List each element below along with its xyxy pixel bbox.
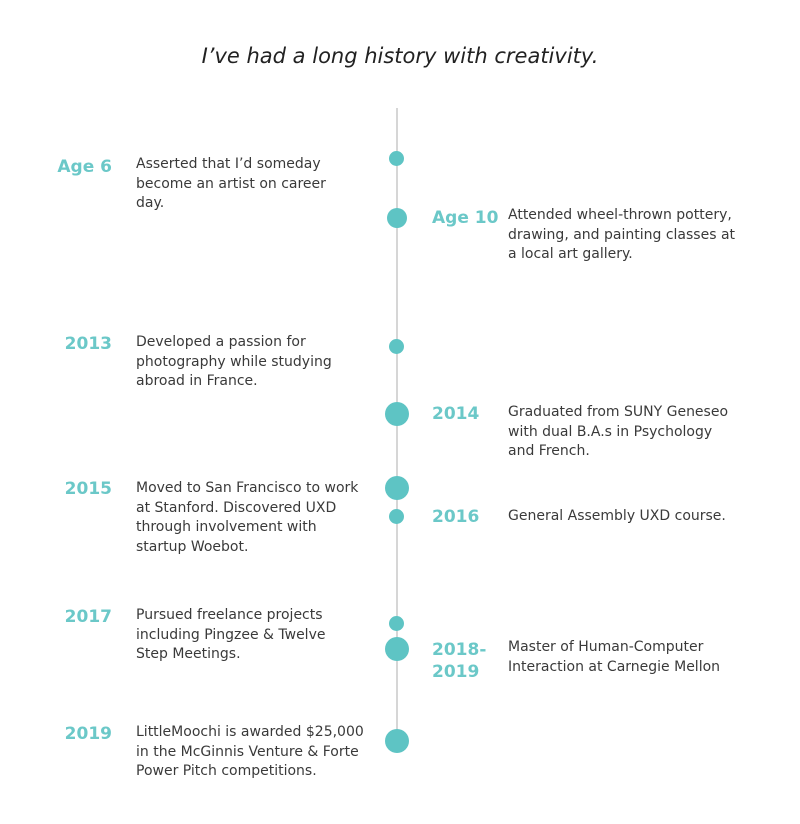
event-year: Age 10	[432, 208, 499, 228]
timeline-dot	[389, 339, 404, 354]
timeline-dot	[389, 151, 404, 166]
timeline-dot	[385, 402, 409, 426]
event-description: Moved to San Francisco to work at Stanfo…	[136, 480, 359, 555]
event-description: Pursued freelance projects including Pin…	[136, 607, 326, 662]
event-description: Asserted that I’d someday become an arti…	[136, 156, 326, 211]
event-year: 2016	[432, 507, 480, 527]
event-description: Master of Human-Computer Interaction at …	[508, 639, 721, 675]
timeline-dot	[385, 476, 409, 500]
event-year: 2017	[64, 607, 112, 627]
timeline-dot	[385, 637, 409, 661]
event-year: 2018-2019	[432, 640, 487, 682]
event-year: 2013	[64, 334, 112, 354]
event-description: General Assembly UXD course.	[508, 508, 726, 524]
event-description: Graduated from SUNY Geneseo with dual B.…	[508, 404, 729, 459]
event-description: Attended wheel-thrown pottery, drawing, …	[508, 207, 736, 262]
event-year: Age 6	[57, 157, 112, 177]
timeline-dot	[389, 616, 404, 631]
event-year: 2019	[64, 724, 112, 744]
page-title: I’ve had a long history with creativity.	[201, 44, 599, 68]
timeline-dot	[389, 509, 404, 524]
event-year: 2015	[64, 479, 112, 499]
timeline-dot	[385, 729, 409, 753]
timeline-dot	[387, 208, 407, 228]
event-year: 2014	[432, 404, 480, 424]
event-description: Developed a passion for photography whil…	[136, 334, 332, 389]
event-description: LittleMoochi is awarded $25,000 in the M…	[136, 724, 364, 779]
timeline-line	[396, 108, 398, 748]
